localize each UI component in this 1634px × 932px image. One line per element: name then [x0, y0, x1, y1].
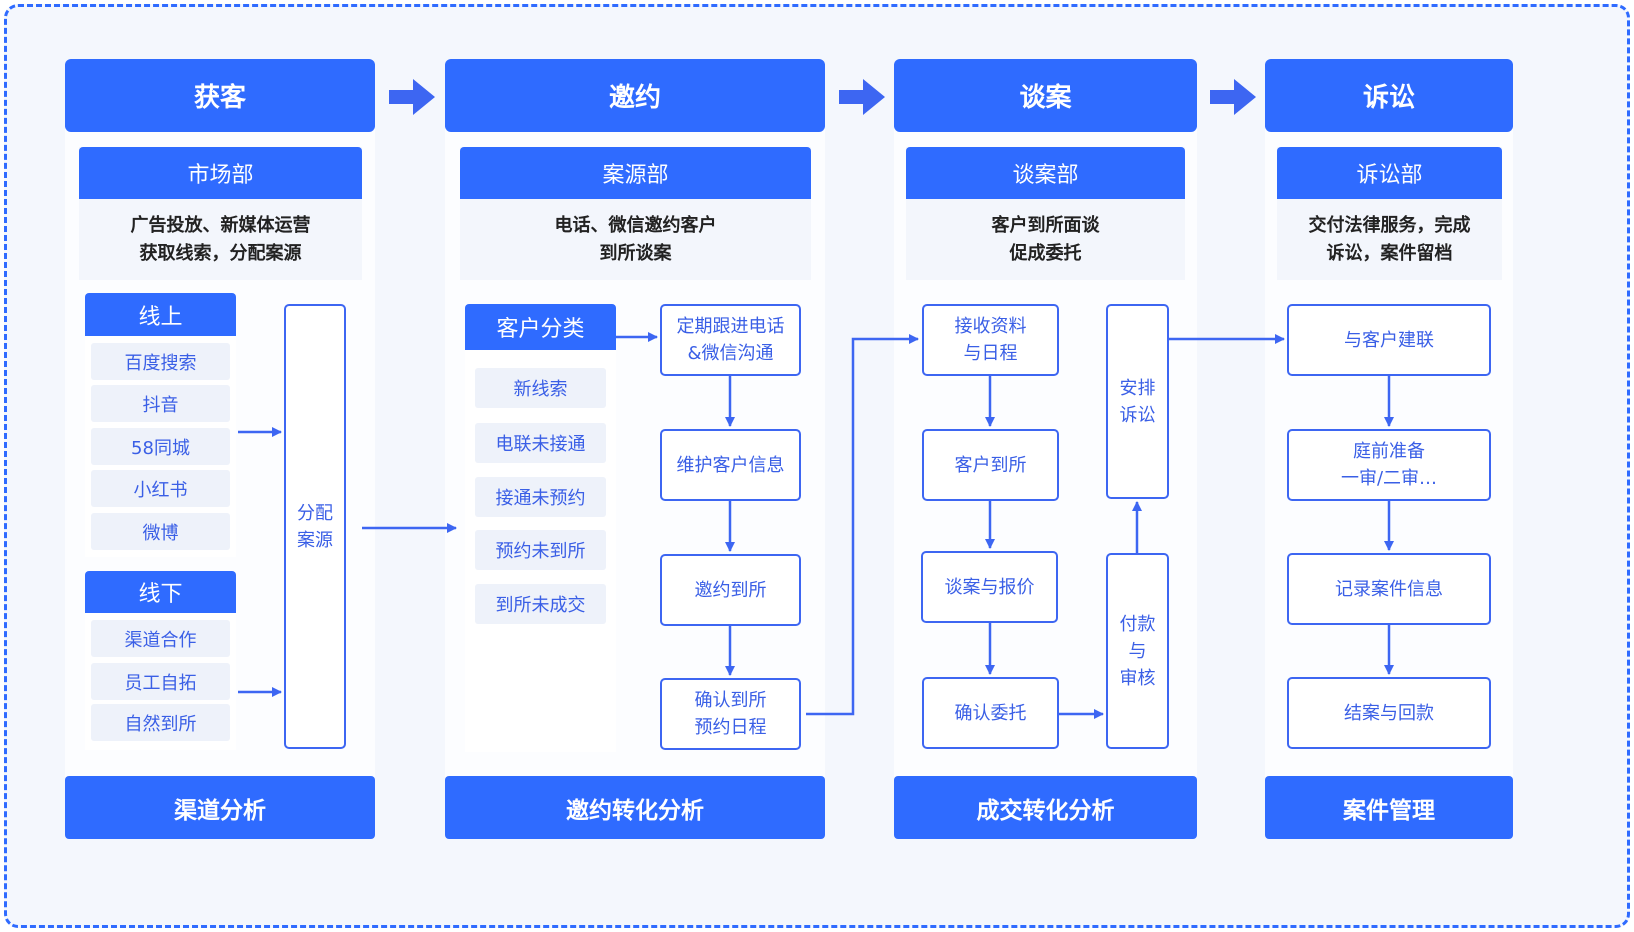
footer-deal-analysis: 成交转化分析 — [894, 776, 1197, 839]
online-label: 线上 — [85, 293, 236, 336]
flow-step: 庭前准备 一审/二审… — [1287, 429, 1491, 501]
dept-title: 案源部 — [460, 147, 811, 199]
payment-review-box: 付款 与 审核 — [1106, 553, 1169, 749]
channel-item: 员工自拓 — [91, 663, 230, 700]
stage-arrows — [389, 79, 1256, 115]
customer-category: 客户分类 新线索 电联未接通 接通未预约 预约未到所 到所未成交 — [465, 304, 616, 752]
flow-step: 定期跟进电话 &微信沟通 — [660, 304, 801, 376]
offline-label: 线下 — [85, 571, 236, 613]
dept-card-source: 案源部电话、微信邀约客户 到所谈案 — [460, 147, 811, 280]
dept-title: 市场部 — [79, 147, 362, 199]
dept-desc: 广告投放、新媒体运营 获取线索，分配案源 — [130, 214, 311, 264]
flow-step: 谈案与报价 — [921, 551, 1058, 623]
stage-header-negotiate: 谈案 — [894, 59, 1197, 132]
stage-header-litigate: 诉讼 — [1265, 59, 1513, 132]
category-item: 电联未接通 — [475, 423, 606, 463]
category-item: 接通未预约 — [475, 477, 606, 517]
dept-title: 诉讼部 — [1277, 147, 1502, 199]
flow-step: 与客户建联 — [1287, 304, 1491, 376]
stage-header-invite: 邀约 — [445, 59, 825, 132]
footer-case-management: 案件管理 — [1265, 776, 1513, 839]
online-channels: 线上 百度搜索 抖音 58同城 小红书 微博 — [85, 293, 236, 557]
category-item: 新线索 — [475, 368, 606, 408]
category-label: 客户分类 — [465, 304, 616, 350]
flow-step: 邀约到所 — [660, 554, 801, 626]
footer-invite-analysis: 邀约转化分析 — [445, 776, 825, 839]
flow-step: 记录案件信息 — [1287, 553, 1491, 625]
arrow-invite-to-negotiate — [806, 334, 919, 716]
flow-step: 确认到所 预约日程 — [660, 678, 801, 750]
stage-header-acquire: 获客 — [65, 59, 375, 132]
channel-item: 渠道合作 — [91, 620, 230, 657]
channel-item: 微博 — [91, 513, 230, 550]
stage-arrow-icon — [389, 79, 435, 115]
offline-channels: 线下 渠道合作 员工自拓 自然到所 — [85, 571, 236, 750]
flow-step: 结案与回款 — [1287, 677, 1491, 749]
dept-title: 谈案部 — [906, 147, 1185, 199]
flow-step: 客户到所 — [922, 429, 1059, 501]
stage-arrow-icon — [839, 79, 885, 115]
footer-channel-analysis: 渠道分析 — [65, 776, 375, 839]
stage-arrow-icon — [1210, 79, 1256, 115]
dept-desc: 交付法律服务，完成 诉讼，案件留档 — [1308, 214, 1471, 264]
channel-item: 自然到所 — [91, 704, 230, 741]
channel-item: 小红书 — [91, 470, 230, 507]
category-item: 到所未成交 — [475, 584, 606, 624]
channel-item: 百度搜索 — [91, 343, 230, 380]
flow-step: 确认委托 — [922, 677, 1059, 749]
arrange-litigation-box: 安排 诉讼 — [1106, 304, 1169, 499]
category-item: 预约未到所 — [475, 530, 606, 570]
channel-item: 58同城 — [91, 428, 230, 465]
flow-step: 接收资料 与日程 — [922, 304, 1059, 376]
dept-card-litigate: 诉讼部交付法律服务，完成 诉讼，案件留档 — [1277, 147, 1502, 280]
dept-card-negotiate: 谈案部客户到所面谈 促成委托 — [906, 147, 1185, 280]
assign-source-box: 分配 案源 — [284, 304, 346, 749]
dept-card-market: 市场部广告投放、新媒体运营 获取线索，分配案源 — [79, 147, 362, 280]
flow-step: 维护客户信息 — [660, 429, 801, 501]
channel-item: 抖音 — [91, 385, 230, 422]
dept-desc: 客户到所面谈 促成委托 — [991, 214, 1100, 264]
dept-desc: 电话、微信邀约客户 到所谈案 — [554, 214, 717, 264]
